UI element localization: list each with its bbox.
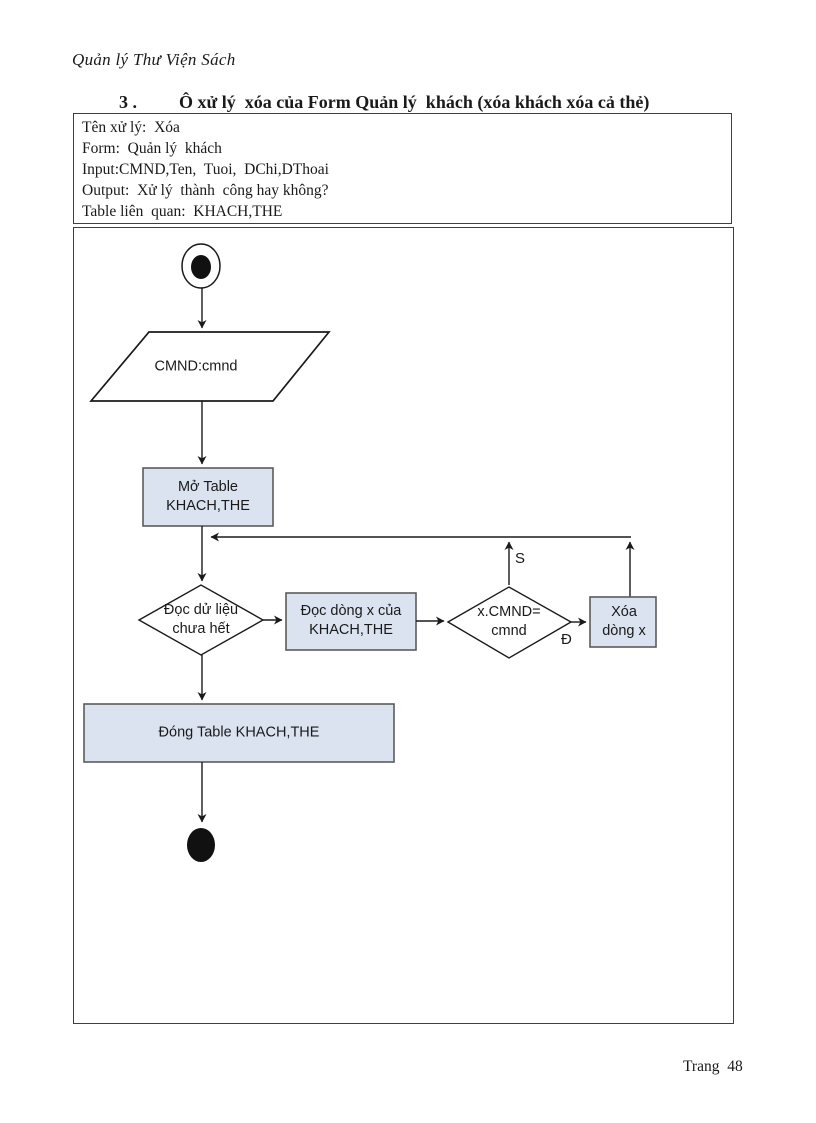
info-line-ten-xu-ly: Tên xử lý: Xóa — [82, 119, 180, 136]
process-info-box: Tên xử lý: Xóa Form: Quản lý khách Input… — [73, 113, 732, 224]
section-title: 3 . Ô xử lý xóa của Form Quản lý khách (x… — [110, 71, 649, 113]
branch-label-s: S — [515, 550, 526, 567]
input-parallelogram-label: CMND:cmnd — [154, 358, 238, 375]
info-line-table-lien-quan: Table liên quan: KHACH,THE — [82, 203, 283, 220]
flowchart-drawing — [83, 243, 657, 862]
start-node-inner-dot — [191, 255, 211, 279]
page-header: Quản lý Thư Viện Sách — [72, 50, 236, 69]
close-table-rect-shape — [83, 703, 395, 763]
delete-row-rect-shape — [589, 596, 657, 648]
compare-label: x.CMND= cmnd — [477, 604, 541, 639]
open-table-label: Mở Table KHACH,THE — [166, 479, 250, 514]
page-number: Trang 48 — [683, 1058, 743, 1075]
info-line-output: Output: Xử lý thành công hay không? — [82, 182, 329, 199]
read-row-label: Đọc dòng x của KHACH,THE — [300, 603, 402, 638]
input-parallelogram-shape — [89, 331, 331, 402]
close-table-label: Đóng Table KHACH,THE — [158, 724, 320, 741]
section-title-number: 3 . — [119, 92, 137, 112]
open-table-rect-shape — [142, 467, 274, 527]
read-check-label: Đọc dử liệu chưa hết — [163, 602, 239, 637]
flowchart-canvas: CMND:cmnd Mở Table KHACH,THE Đọc dử liệu… — [73, 227, 734, 1024]
delete-row-label: Xóa dòng x — [602, 604, 646, 639]
info-line-form: Form: Quản lý khách — [82, 140, 222, 157]
branch-label-d: Đ — [561, 631, 572, 648]
end-node-dot — [187, 828, 215, 862]
section-title-text: Ô xử lý xóa của Form Quản lý khách (xóa … — [179, 92, 650, 112]
info-line-input: Input:CMND,Ten, Tuoi, DChi,DThoai — [82, 161, 329, 178]
